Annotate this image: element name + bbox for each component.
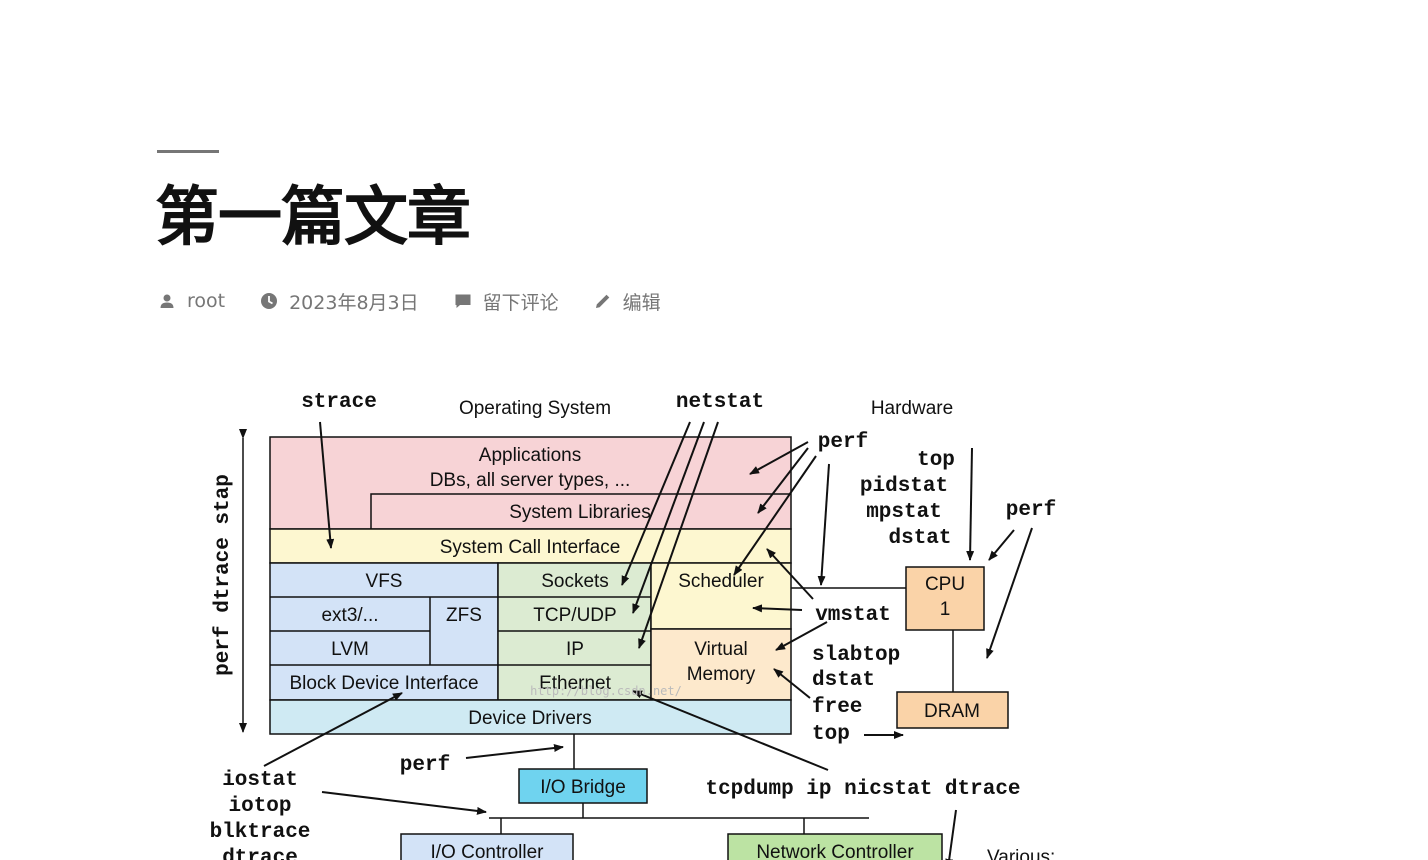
block-device-label: Block Device Interface xyxy=(289,673,478,694)
top-label: top xyxy=(917,449,955,472)
post-meta: root 2023年8月3日 留下评论 编辑 xyxy=(157,286,695,316)
vfs-label: VFS xyxy=(366,571,403,592)
cpu-sublabel: 1 xyxy=(940,599,951,620)
vertical-tools-label: perf dtrace stap xyxy=(212,474,235,676)
perf-right-label: perf xyxy=(1006,499,1056,522)
strace-label: strace xyxy=(301,391,377,414)
author-link[interactable]: root xyxy=(187,290,226,312)
iotop-label: iotop xyxy=(228,795,291,818)
dstat-2-label: dstat xyxy=(812,669,875,692)
iostat-label: iostat xyxy=(222,769,298,792)
dram-label: DRAM xyxy=(924,701,980,722)
netstat-label: netstat xyxy=(676,391,764,414)
free-label: free xyxy=(812,696,862,719)
scheduler-block xyxy=(650,562,792,630)
syscall-label: System Call Interface xyxy=(440,537,621,558)
ext3-label: ext3/... xyxy=(321,605,378,626)
dtrace-label: dtrace xyxy=(222,847,298,860)
meta-comments: 留下评论 xyxy=(453,288,559,315)
vmstat-label: vmstat xyxy=(815,604,891,627)
tcpudp-label: TCP/UDP xyxy=(533,605,616,626)
person-icon xyxy=(157,291,177,311)
pidstat-label: pidstat xyxy=(860,475,948,498)
io-bridge-label: I/O Bridge xyxy=(540,777,626,798)
applications-block xyxy=(269,436,792,530)
clock-icon xyxy=(259,291,279,311)
cpu-label: CPU xyxy=(925,574,965,595)
sockets-label: Sockets xyxy=(541,571,609,592)
meta-date: 2023年8月3日 xyxy=(259,288,419,315)
blktrace-label: blktrace xyxy=(210,821,311,844)
zfs-label: ZFS xyxy=(446,605,482,626)
perf-top-label: perf xyxy=(818,431,868,454)
comment-icon xyxy=(453,291,473,311)
edit-link[interactable]: 编辑 xyxy=(622,291,661,314)
dstat-label: dstat xyxy=(888,527,951,550)
applications-label: Applications xyxy=(479,445,581,466)
io-controller-block xyxy=(400,833,574,860)
system-libraries-label: System Libraries xyxy=(509,502,651,523)
system-libraries-block xyxy=(370,493,791,529)
date-link[interactable]: 2023年8月3日 xyxy=(289,291,419,314)
io-bridge-block xyxy=(518,768,648,804)
tcpdump-label: tcpdump ip nicstat dtrace xyxy=(705,778,1020,801)
lvm-label: LVM xyxy=(331,639,369,660)
meta-edit: 编辑 xyxy=(593,288,661,315)
network-controller-label: Network Controller xyxy=(756,842,914,860)
applications-sublabel: DBs, all server types, ... xyxy=(430,470,631,491)
perf-left-label: perf xyxy=(400,754,450,777)
cpu-block xyxy=(905,566,985,631)
network-controller-block xyxy=(727,833,943,860)
io-controller-label: I/O Controller xyxy=(431,842,545,860)
meta-author: root xyxy=(157,290,225,312)
ethernet-label: Ethernet xyxy=(539,673,612,694)
mpstat-label: mpstat xyxy=(866,501,942,524)
syscall-block xyxy=(269,528,792,564)
hardware-header: Hardware xyxy=(871,398,953,419)
slabtop-label: slabtop xyxy=(812,644,900,667)
ip-label: IP xyxy=(566,639,584,660)
post-title: 第一篇文章 xyxy=(155,181,471,255)
scheduler-label: Scheduler xyxy=(678,571,764,592)
title-separator xyxy=(157,150,219,153)
virtual-memory-block xyxy=(650,628,792,701)
comments-link[interactable]: 留下评论 xyxy=(482,291,559,314)
linux-observability-diagram: Operating System Hardware Applications D… xyxy=(196,380,1080,860)
top-2-label: top xyxy=(812,723,850,746)
pencil-icon xyxy=(593,291,613,311)
os-header: Operating System xyxy=(459,398,611,419)
device-drivers-label: Device Drivers xyxy=(468,708,592,729)
virtual-memory-label: Virtual xyxy=(694,639,748,660)
various-label: Various: xyxy=(987,847,1055,860)
tool-arrows xyxy=(263,421,1033,860)
virtual-memory-sublabel: Memory xyxy=(687,664,756,685)
watermark: http://blog.csdn.net/ xyxy=(530,684,682,698)
dram-block xyxy=(896,691,1009,729)
